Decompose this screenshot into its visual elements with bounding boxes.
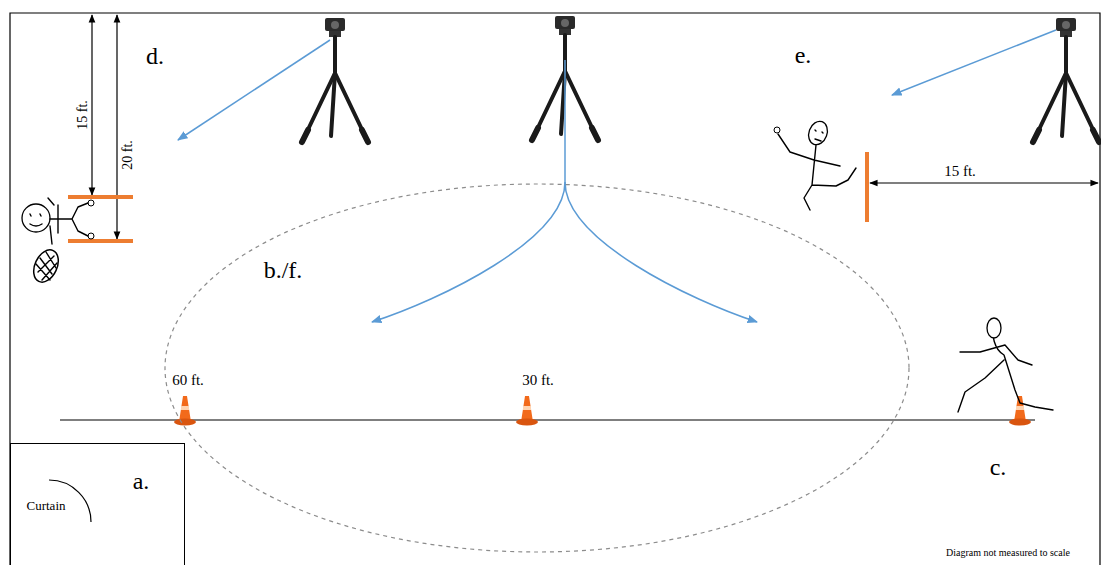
camera-body [555,16,575,29]
tripod-part [1093,130,1099,142]
figure-foot [88,200,94,206]
floor-marker [68,239,133,243]
dashed-ellipse [165,184,909,552]
camera-lens [331,21,339,29]
runner-figure [774,119,831,148]
cone-base [516,419,538,426]
figure-face [815,130,823,141]
tripod-part [331,73,335,136]
camera-lens [561,19,569,27]
tripod-part [333,37,337,73]
figure-head [987,318,1001,338]
tripod-part [362,130,368,142]
camera-view-arrow [178,40,330,140]
racket-strings [36,252,57,280]
area-letter: e. [793,42,814,68]
camera-view-arrow [565,182,757,322]
frame-border [10,13,1100,565]
tripod-part [1062,73,1066,136]
camera-view-line [564,60,566,182]
camera-body [325,18,345,31]
figure-head [805,119,830,148]
figure-foot [88,233,94,239]
distance-text: 30 ft. [520,372,556,389]
cone-body [521,396,533,422]
tripod-part [302,130,308,142]
figure-face [30,214,42,226]
cone-body [179,396,191,422]
dimension-line [870,182,1098,183]
tripod-part [532,128,538,140]
racket-head [29,246,63,286]
camera-tripod [1033,18,1099,142]
note-text: Diagram not measured to scale [944,547,1072,558]
dimension-line [116,15,117,239]
player-figure [22,200,94,286]
cone-base [174,419,196,426]
camera-view-arrow [372,182,565,322]
figure-body [50,203,88,236]
figure-head [22,204,50,232]
area-letter: d. [144,43,166,69]
floor-marker [865,152,869,222]
distance-text: 60 ft. [170,372,206,389]
area-letter: a. [133,468,150,494]
tripod-part [592,128,598,140]
ellipse-outline [164,183,910,553]
floor-marker [68,195,133,199]
traffic-cone [174,396,196,426]
camera-view-arrow [892,30,1056,95]
figure-hand [774,127,780,133]
figure-body [778,134,856,210]
tripod-part [1064,37,1068,73]
course-line [60,419,1035,420]
figure-arm [48,198,54,244]
traffic-cone [516,396,538,426]
dimension-text: 20 ft. [120,138,135,172]
cone-body [1014,396,1026,422]
area-label: Curtain [27,499,66,513]
camera-lens [1062,21,1070,29]
cone-stripe [523,406,531,410]
test-area-ellipse: b./f. [164,183,910,553]
area-letter: b./f. [264,257,303,283]
dimension-text: 15 ft. [942,163,978,180]
dimension-text: 15 ft. [75,98,90,132]
cone-stripe [1016,406,1024,410]
sprinter-figure [958,322,1053,412]
cone-base [1009,419,1031,426]
camera-body [1056,18,1076,31]
curtain-area-box: a. Curtain [10,443,185,565]
traffic-cone [1009,396,1031,426]
cone-stripe [181,406,189,410]
camera-tripod [302,18,368,142]
dimension-line [91,15,92,195]
area-letter: c. [988,454,1009,480]
tripod-part [1033,130,1039,142]
